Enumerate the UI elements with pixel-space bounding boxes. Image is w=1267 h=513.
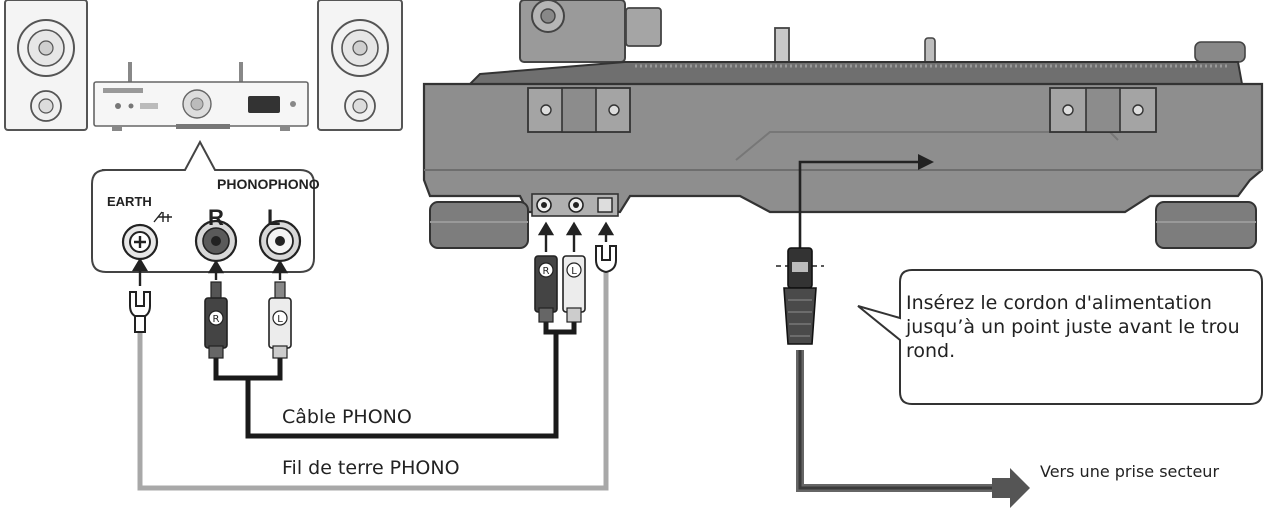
connection-arrows xyxy=(131,221,615,286)
rca-plug-right-amp xyxy=(204,281,228,359)
phono-cable xyxy=(213,320,577,439)
earth-terminal xyxy=(121,223,159,261)
plug-mark-right-tt: R xyxy=(543,266,550,277)
rca-plug-left-turntable xyxy=(562,255,586,323)
earth-wire xyxy=(137,272,609,491)
outlet-arrow-icon xyxy=(992,468,1030,508)
power-plug xyxy=(776,247,824,345)
earth-symbol-icon xyxy=(153,211,172,223)
earth-label: EARTH xyxy=(107,194,152,209)
rca-plug-left-amp xyxy=(268,281,292,359)
speaker-left xyxy=(4,0,88,131)
turntable xyxy=(422,0,1264,249)
earth-wire-label: Fil de terre PHONO xyxy=(282,457,460,479)
phono-cable-label: Câble PHONO xyxy=(282,406,412,428)
plug-mark-left-tt: L xyxy=(571,266,577,277)
spade-lug-amp xyxy=(129,291,151,333)
phono-jack-left xyxy=(258,219,302,263)
right-channel-label: R xyxy=(208,205,224,230)
rca-plug-right-turntable xyxy=(534,255,558,323)
plug-mark-left-amp: L xyxy=(277,314,283,325)
amplifier xyxy=(93,62,309,131)
power-inlet-arrow xyxy=(798,154,934,250)
callout-text: Insérez le cordon d'alimentation jusqu’à… xyxy=(906,292,1240,362)
spade-lug-turntable xyxy=(595,245,617,274)
power-cord xyxy=(796,350,992,492)
phono-label: PHONOPHONO xyxy=(217,176,320,192)
left-channel-label: L xyxy=(267,205,281,230)
power-destination-label: Vers une prise secteur xyxy=(1040,462,1220,481)
plug-mark-right-amp: R xyxy=(213,314,220,325)
speaker-right xyxy=(317,0,403,131)
phono-jack-right xyxy=(194,219,238,263)
amp-rear-panel xyxy=(91,139,315,273)
callout-balloon xyxy=(857,269,1263,405)
